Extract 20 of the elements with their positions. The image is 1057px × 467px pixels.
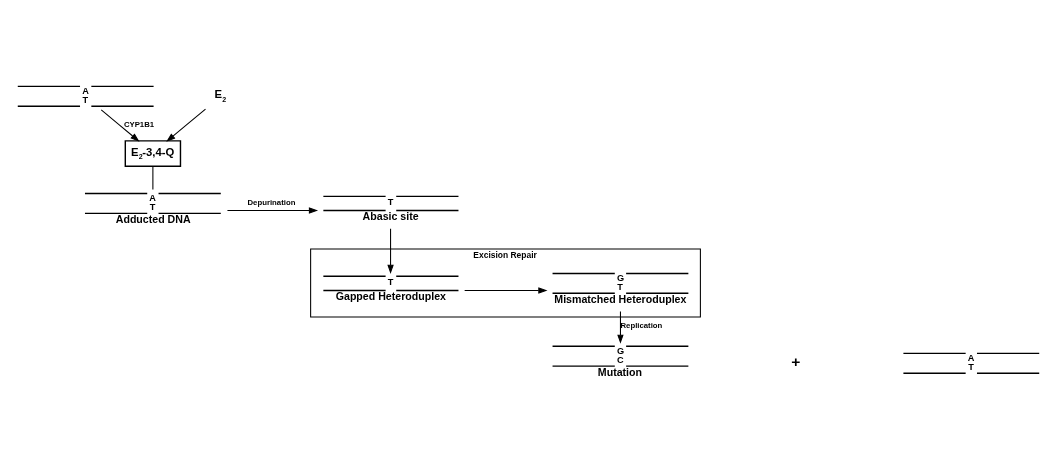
arrow	[617, 310, 624, 344]
node-text: G C Mutation	[597, 345, 643, 379]
node-text: G T Mismatched Heteroduplex	[554, 272, 687, 306]
edge-label: Depurination	[247, 198, 296, 208]
node-text: T Abasic site	[362, 197, 419, 223]
node-text: T Gapped Heteroduplex	[335, 277, 446, 303]
node-text: A T Adducted DNA	[115, 192, 191, 226]
connector	[152, 165, 154, 190]
node-box: E$_{2}$-3,4-Q	[124, 140, 182, 167]
arrow	[387, 228, 394, 274]
arrow	[226, 207, 319, 214]
arrow	[166, 108, 207, 142]
node-text: A T	[967, 352, 975, 372]
node-text: A T	[82, 85, 89, 105]
arrow	[100, 109, 140, 142]
arrow	[464, 287, 548, 294]
node-text: E$_{2}$	[214, 88, 227, 103]
edge-label: CYP1B1	[123, 119, 155, 129]
edge-label: Replication	[620, 321, 663, 331]
label: +	[791, 352, 801, 370]
